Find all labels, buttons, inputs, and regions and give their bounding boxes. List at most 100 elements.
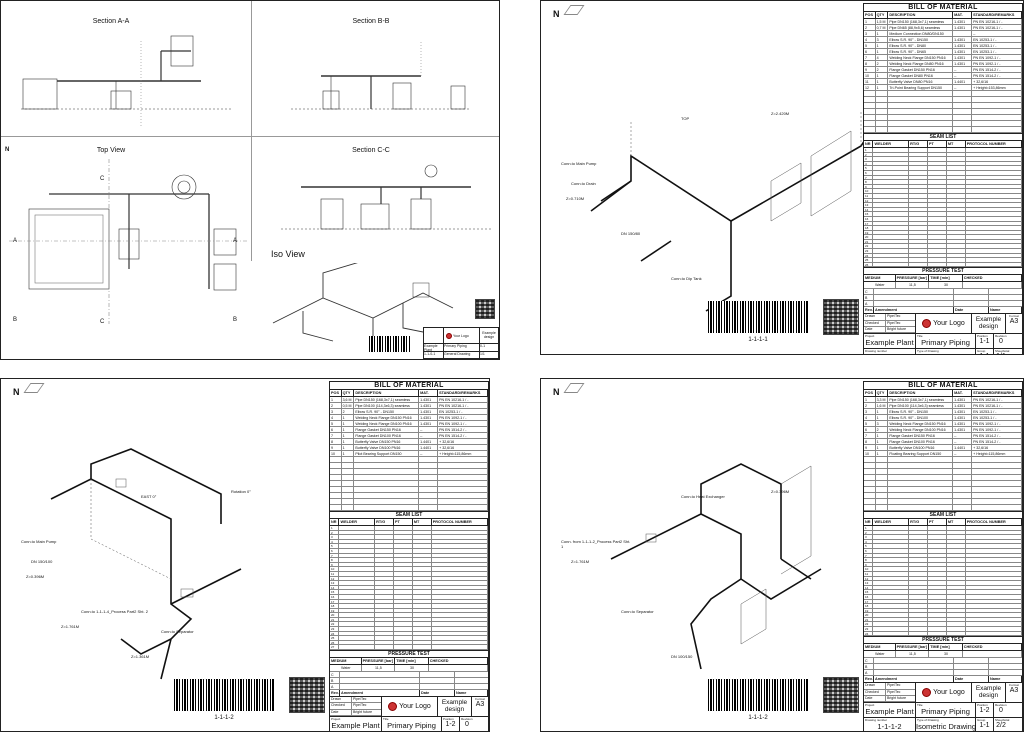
seam-row: 20 <box>330 613 488 618</box>
seam-cell: 24 <box>864 631 874 636</box>
seam-header-cell: RT/G <box>375 519 395 525</box>
bom-cell: PN EN 10216-1 / - <box>972 25 1022 30</box>
seam-row: 21 <box>330 617 488 623</box>
drawing-cell-value: 1-1-1-1 <box>864 353 915 354</box>
bom-cell: 1 <box>876 85 889 90</box>
bom-empty-cell <box>972 91 1022 96</box>
seam-cell <box>966 604 1022 608</box>
bom-cell: 7 <box>330 433 342 438</box>
bom-cell: PN EN 1514-2 / - <box>972 439 1022 444</box>
callout-label: Conn.to 1-1-1-4_Process Part2 Sht. 2 <box>81 609 148 614</box>
seam-cell <box>339 581 376 585</box>
revision-header-cell: Rev. <box>865 676 874 683</box>
callout-label: Z=1.761M <box>571 559 590 564</box>
seam-cell <box>432 608 488 613</box>
seam-cell: 15 <box>330 590 340 594</box>
seam-cell <box>873 235 910 239</box>
seam-cell <box>947 553 966 558</box>
bom-cell: Medium Connection DN80/DN150 <box>888 31 954 36</box>
seam-cell <box>873 530 910 535</box>
revision-row: B <box>330 678 488 685</box>
seam-row: 10 <box>864 189 1022 194</box>
callout-label: DN 150/80 <box>621 231 641 236</box>
section-c-c-drawing <box>281 164 491 230</box>
seam-row: 2 <box>330 530 488 536</box>
project-cell-label: Revision <box>995 703 1007 708</box>
seam-cell <box>928 622 947 627</box>
seam-cell <box>873 258 910 262</box>
project-cell-value: Example Plant <box>865 707 914 717</box>
bom-cell: 1.4301 <box>419 415 439 420</box>
bom-cell: PN EN 1514-2 / - <box>972 73 1022 78</box>
seam-cell <box>432 535 488 539</box>
bom-cell: Butterfly Valve DN80 PN16 <box>888 79 954 84</box>
marker-b-right: B <box>233 317 238 323</box>
bom-empty-cell <box>864 121 876 126</box>
seam-cell: 13 <box>330 581 340 585</box>
seam-cell <box>928 590 947 594</box>
project-cell-value: 0 <box>465 721 469 729</box>
seam-cell: 12 <box>330 576 340 581</box>
project-cell-label: Title <box>917 703 923 708</box>
bom-empty-cell <box>972 121 1022 126</box>
north-arrow-icon <box>563 5 585 15</box>
seam-cell: 22 <box>864 244 874 249</box>
pressure-value-cell: Water <box>864 282 896 289</box>
seam-cell: 2 <box>330 530 340 535</box>
seam-cell <box>413 627 432 631</box>
seam-cell <box>966 585 1022 590</box>
revision-date <box>954 664 989 670</box>
seam-cell <box>909 152 929 157</box>
revision-header-cell: Name <box>455 690 488 697</box>
bom-cell: -- <box>419 427 439 432</box>
bom-empty-cell <box>888 115 954 120</box>
seam-cell <box>413 599 432 604</box>
drawing-qr-code <box>823 677 859 713</box>
pressure-header-cell: MEDIUM <box>330 658 362 665</box>
callout-label: Rotation 0° <box>231 489 251 494</box>
approval-role: Date <box>864 327 886 333</box>
seam-cell <box>394 553 413 558</box>
bom-cell: PN EN 1092-1 / - <box>438 415 488 420</box>
bom-empty-cell <box>953 469 973 474</box>
seam-cell <box>873 221 910 226</box>
seam-cell <box>947 576 966 581</box>
seam-cell <box>873 239 910 244</box>
seam-cell <box>394 594 413 599</box>
seam-cell <box>947 526 966 530</box>
bom-empty-cell <box>354 469 420 474</box>
seam-cell <box>339 544 376 548</box>
seam-cell: 1 <box>864 526 874 530</box>
seam-cell <box>909 599 929 604</box>
seam-cell <box>909 262 929 267</box>
bom-empty-row <box>864 457 1022 463</box>
bom-empty-cell <box>888 475 954 480</box>
bom-empty-row <box>864 481 1022 487</box>
seam-cell <box>966 562 1022 567</box>
seam-row: 19 <box>864 608 1022 614</box>
seam-cell: 7 <box>864 175 874 180</box>
bom-empty-cell <box>342 475 355 480</box>
seam-cell <box>339 571 376 576</box>
seam-cell <box>873 230 910 235</box>
seam-cell <box>928 157 947 161</box>
pressure-test-title: PRESSURE TEST <box>864 636 1022 645</box>
bom-empty-cell <box>354 505 420 510</box>
seam-cell <box>909 226 929 230</box>
seam-header-cell: MT <box>947 141 966 147</box>
sheet1-title: Primary Piping <box>444 344 480 351</box>
seam-cell <box>947 599 966 604</box>
seam-cell <box>966 166 1022 170</box>
